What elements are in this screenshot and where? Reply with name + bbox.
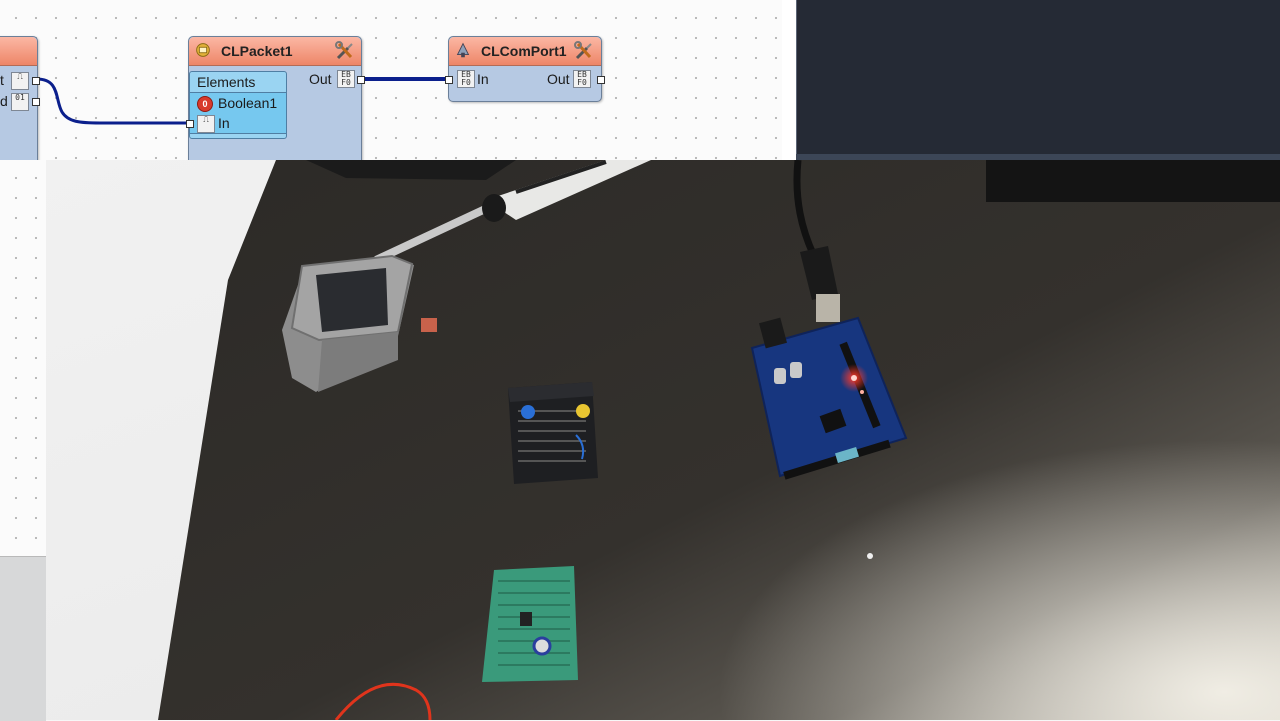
clpacket-component[interactable]: CLPacket1 Elements 0 Boolean1 ⎍ In Out E… — [186, 36, 365, 168]
black-object-shadow — [306, 160, 516, 180]
clcomport-in-pin[interactable] — [445, 76, 453, 84]
digital-pin-icon: ⎍ — [11, 72, 29, 90]
usb-cable — [793, 160, 840, 322]
desk-scene — [158, 160, 1280, 720]
clcomport-in-label: In — [477, 71, 489, 87]
packet-icon — [196, 43, 210, 57]
clpacket-header: CLPacket1 — [189, 37, 361, 66]
elements-label: Elements — [197, 74, 256, 90]
monitor-stand — [986, 160, 1280, 202]
clcomport-out-label: Out — [547, 71, 570, 87]
breadboard-green — [482, 566, 578, 682]
partial-component[interactable]: t ⎍ d 01 — [0, 36, 40, 166]
boolean-element-label: Boolean1 — [218, 95, 278, 111]
digital-pin-icon: ⎍ — [197, 115, 215, 133]
side-panel — [0, 556, 46, 721]
boolean-in-label: In — [218, 115, 230, 131]
clpacket-out-pin[interactable] — [357, 76, 365, 84]
m5stack-device — [282, 254, 437, 392]
comport-icon — [456, 42, 470, 58]
clcomport-title: CLComPort1 — [481, 43, 567, 59]
partial-out-pin-2[interactable] — [32, 98, 40, 106]
red-wire — [334, 682, 432, 720]
arduino-uno-board — [750, 316, 908, 480]
clcomport-header: CLComPort1 — [449, 37, 601, 66]
partial-pin-label-2: d — [0, 93, 8, 109]
partial-component-header — [0, 37, 37, 66]
boolean-icon: 0 — [197, 96, 213, 112]
clpacket-out-label: Out — [309, 71, 332, 87]
panel-separator — [782, 0, 796, 160]
desk-glare — [158, 160, 1280, 720]
dark-preview-panel — [782, 0, 1280, 160]
dark-preview-area — [796, 0, 1280, 154]
boolean-element-row[interactable]: 0 Boolean1 ⎍ In — [186, 93, 286, 134]
diagram-canvas[interactable]: t ⎍ d 01 CLPacket1 Elements — [0, 0, 782, 168]
screwdriver — [374, 160, 651, 264]
clcomport-out-pin[interactable] — [597, 76, 605, 84]
camera-video-feed — [46, 160, 1280, 720]
binary-pin-icon: 01 — [11, 93, 29, 111]
wire-left-to-clpacket — [36, 77, 188, 125]
clpacket-title: CLPacket1 — [221, 43, 293, 59]
elements-header: Elements — [190, 72, 286, 93]
partial-pin-label-1: t — [0, 72, 4, 88]
elements-panel[interactable]: Elements 0 Boolean1 ⎍ In — [186, 71, 287, 139]
tools-icon[interactable] — [573, 40, 595, 62]
diagram-canvas-left-strip[interactable] — [0, 160, 46, 556]
desk-glint — [867, 553, 873, 559]
breadboard-black — [508, 382, 598, 484]
wire-connections — [36, 77, 450, 125]
boolean-in-pin[interactable] — [186, 120, 194, 128]
tools-icon[interactable] — [334, 40, 356, 62]
partial-out-pin-1[interactable] — [32, 77, 40, 85]
